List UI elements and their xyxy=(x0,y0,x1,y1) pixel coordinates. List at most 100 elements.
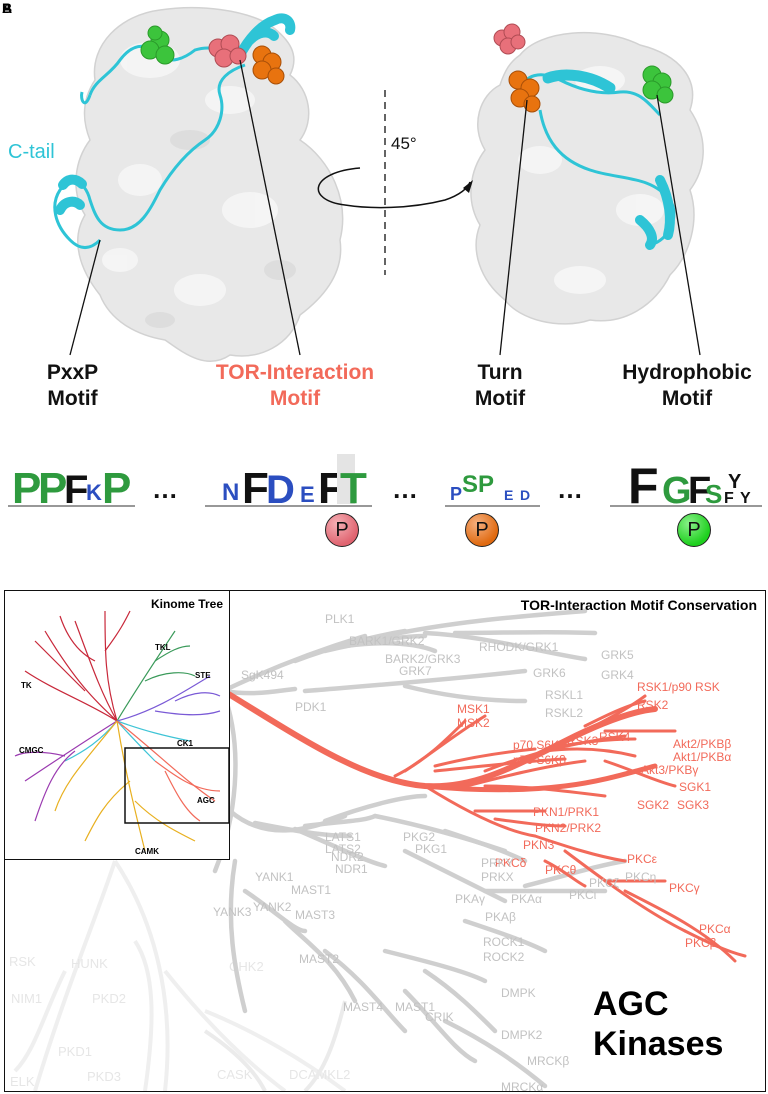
right-tor-spheres xyxy=(493,23,526,55)
svg-text:S: S xyxy=(705,479,722,509)
svg-text:MAST4: MAST4 xyxy=(343,1000,383,1014)
svg-text:MSK1: MSK1 xyxy=(457,702,490,716)
svg-text:GRK4: GRK4 xyxy=(601,668,634,682)
svg-text:DMPK2: DMPK2 xyxy=(501,1028,543,1042)
svg-text:Y: Y xyxy=(740,490,751,507)
right-turn-spheres xyxy=(508,70,541,113)
svg-text:PKCβ: PKCβ xyxy=(685,936,717,950)
svg-text:RSKL2: RSKL2 xyxy=(545,706,583,720)
panel-letter-b: B xyxy=(2,0,13,16)
svg-text:F: F xyxy=(628,458,659,514)
svg-text:K: K xyxy=(86,480,102,505)
svg-text:MRCKα: MRCKα xyxy=(501,1080,543,1091)
svg-text:Akt2/PKBβ: Akt2/PKBβ xyxy=(673,737,731,751)
left-protein-surface xyxy=(75,6,344,362)
svg-text:CRIK: CRIK xyxy=(425,1010,454,1024)
phospho-circle-hydrophobic: P xyxy=(677,513,711,547)
left-hydrophobic-spheres xyxy=(140,25,175,65)
svg-text:PKAα: PKAα xyxy=(511,892,542,906)
svg-text:F: F xyxy=(688,470,711,512)
kinome-tree-svg xyxy=(14,610,229,852)
svg-text:GRK7: GRK7 xyxy=(399,664,432,678)
svg-text:GRK6: GRK6 xyxy=(533,666,566,680)
svg-text:RSKL1: RSKL1 xyxy=(545,688,583,702)
svg-text:Y: Y xyxy=(728,471,742,493)
group-tk: TK xyxy=(21,681,32,690)
svg-text:BARK1/GRK2: BARK1/GRK2 xyxy=(349,634,425,648)
agc-highlight-box xyxy=(124,747,229,824)
group-cmgc: CMGC xyxy=(19,746,44,755)
svg-text:YANK2: YANK2 xyxy=(253,900,292,914)
svg-text:ROCK1: ROCK1 xyxy=(483,935,525,949)
svg-text:F: F xyxy=(724,490,734,507)
svg-text:PKG1: PKG1 xyxy=(415,842,447,856)
svg-text:HUNK: HUNK xyxy=(71,956,108,971)
svg-text:G: G xyxy=(662,470,692,512)
svg-text:P: P xyxy=(450,484,462,504)
svg-text:NIM1: NIM1 xyxy=(11,991,42,1006)
tor-conservation-title: TOR-Interaction Motif Conservation xyxy=(520,597,757,613)
svg-text:F: F xyxy=(64,468,88,512)
svg-text:ROCK2: ROCK2 xyxy=(483,950,525,964)
svg-text:PKCθ: PKCθ xyxy=(545,863,577,877)
tor-conserved-branches xyxy=(224,690,747,963)
svg-text:Akt3/PKBγ: Akt3/PKBγ xyxy=(641,763,698,777)
left-turn-spheres xyxy=(252,45,285,85)
pointer-lines xyxy=(69,59,701,356)
rotation-arrow xyxy=(317,167,471,209)
svg-text:SgK494: SgK494 xyxy=(241,668,284,682)
svg-text:LATS2: LATS2 xyxy=(325,842,361,856)
svg-text:BARK2/GRK3: BARK2/GRK3 xyxy=(385,652,461,666)
svg-text:P: P xyxy=(38,464,67,513)
logo-hydrophobic: F G F S Y F Y xyxy=(610,458,762,514)
svg-text:PRKX: PRKX xyxy=(481,870,514,884)
svg-text:PKN1/PRK1: PKN1/PRK1 xyxy=(533,805,599,819)
group-camk: CAMK xyxy=(135,847,159,856)
svg-text:D: D xyxy=(520,487,530,503)
group-ste: STE xyxy=(195,671,211,680)
svg-text:RSK4: RSK4 xyxy=(599,730,631,744)
svg-text:PKD2: PKD2 xyxy=(92,991,126,1006)
svg-text:Akt1/PKBα: Akt1/PKBα xyxy=(673,750,731,764)
rotation-arrowhead xyxy=(463,180,473,193)
rotation-angle-label: 45° xyxy=(391,134,417,153)
svg-text:MAST1: MAST1 xyxy=(291,883,331,897)
svg-text:MAST1: MAST1 xyxy=(395,1000,435,1014)
svg-text:E: E xyxy=(504,487,513,503)
svg-text:PKCη: PKCη xyxy=(625,870,656,884)
svg-text:NDR2: NDR2 xyxy=(331,850,364,864)
svg-text:RSK2: RSK2 xyxy=(637,698,669,712)
svg-text:RHODK/GRK1: RHODK/GRK1 xyxy=(479,640,559,654)
svg-text:SGK2: SGK2 xyxy=(637,798,669,812)
group-ck1: CK1 xyxy=(177,739,194,748)
svg-text:PKN3: PKN3 xyxy=(523,838,555,852)
svg-text:S: S xyxy=(462,471,478,498)
svg-text:P: P xyxy=(102,464,131,513)
svg-text:F: F xyxy=(242,464,269,513)
svg-text:RSK: RSK xyxy=(9,954,36,969)
group-agc: AGC xyxy=(197,796,215,805)
svg-text:PKCγ: PKCγ xyxy=(669,881,700,895)
right-ctail-ribbon xyxy=(518,69,676,250)
svg-text:RSK3: RSK3 xyxy=(567,734,599,748)
logo-pxxp: P P F K P xyxy=(8,464,135,513)
kinome-tree-inset: Kinome Tree TK TKL STE CK1 CMGC AGC CAMK xyxy=(5,591,230,860)
panel-letter-a: A xyxy=(2,0,13,16)
phospho-circle-turn: P xyxy=(465,513,499,547)
kinome-tree-title: Kinome Tree xyxy=(150,597,223,611)
svg-text:YANK1: YANK1 xyxy=(255,870,294,884)
svg-text:LATS1: LATS1 xyxy=(325,830,361,844)
svg-text:MAST3: MAST3 xyxy=(295,908,335,922)
structure-figure xyxy=(53,6,704,362)
svg-text:PKD3: PKD3 xyxy=(87,1069,121,1084)
svg-text:GRK5: GRK5 xyxy=(601,648,634,662)
svg-text:DMPK: DMPK xyxy=(501,986,536,1000)
svg-text:p70 S6K: p70 S6K xyxy=(513,738,559,752)
phospho-circle-tor: P xyxy=(325,513,359,547)
left-tor-spheres xyxy=(208,34,247,68)
